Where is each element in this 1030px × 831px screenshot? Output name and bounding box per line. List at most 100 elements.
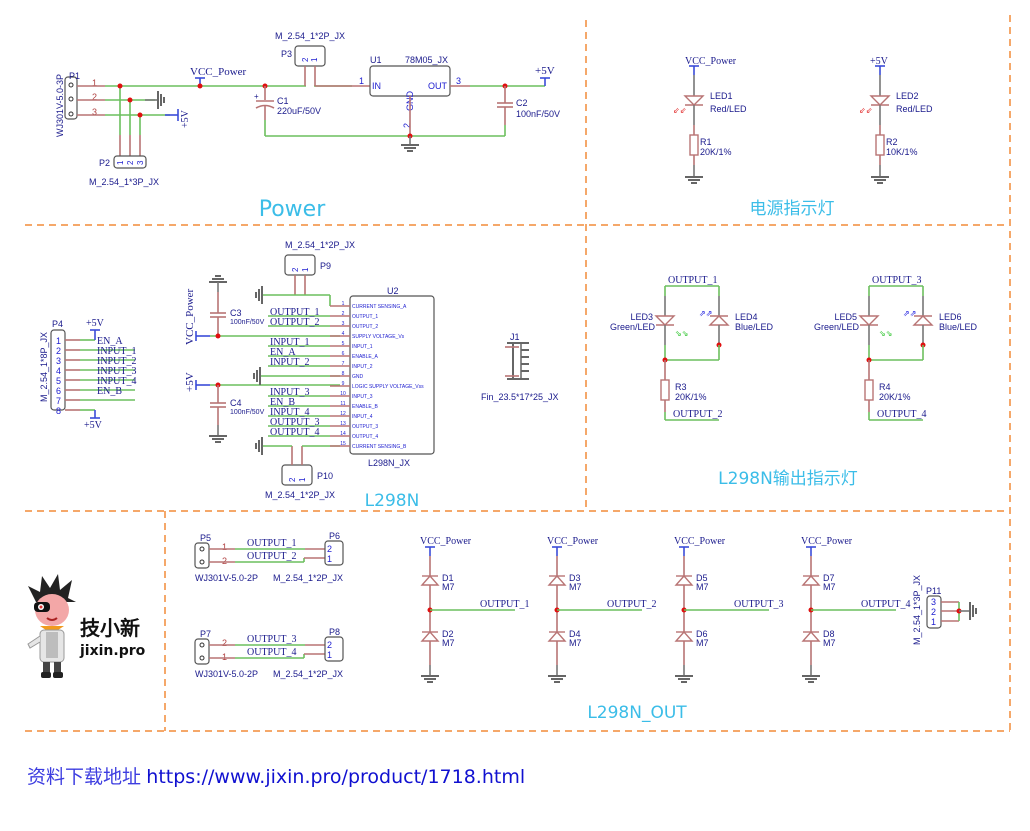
connector-p9[interactable]: 2 1 P9 M_2.54_1*2P_JX xyxy=(284,240,355,276)
hdr-pin: 1 xyxy=(327,554,332,564)
u2-net-label: OUTPUT_1 xyxy=(270,307,319,318)
p2-pin2: 2 xyxy=(126,160,135,165)
output-connector-pair[interactable]: P7WJ301V-5.0-2P21OUTPUT_3OUTPUT_421P8M_2… xyxy=(194,627,344,679)
connector-p11[interactable]: P11 M_2.54_1*3P_JX 3 2 1 xyxy=(912,575,977,645)
u1-ref: U1 xyxy=(370,55,382,65)
u2-pin-num: 8 xyxy=(342,371,345,377)
c2-ref: C2 xyxy=(516,98,528,108)
u2-pin-name: OUTPUT_2 xyxy=(352,324,378,330)
connector-p10[interactable]: 2 1 P10 M_2.54_1*2P_JX xyxy=(265,464,335,500)
p11-pin3: 3 xyxy=(931,597,936,607)
p11-ref: P11 xyxy=(926,586,941,596)
u1-pin2: 2 xyxy=(402,123,412,128)
p4-pin-6: 6 xyxy=(56,386,61,396)
led-b-value: Blue/LED xyxy=(939,322,978,332)
led1-chain[interactable]: VCC_Power ⇙⇙ LED1 Red/LED R1 20K/1% xyxy=(673,56,747,184)
led-b-ref: LED4 xyxy=(735,312,758,322)
u2-pin-num: 12 xyxy=(340,411,346,417)
led2-chain[interactable]: +5V ⇙⇙ LED2 Red/LED R2 10K/1% xyxy=(859,56,933,184)
u2-pin-name: INPUT_3 xyxy=(352,394,373,400)
led-a-value: Green/LED xyxy=(610,322,656,332)
out-net-label: OUTPUT_3 xyxy=(247,634,296,645)
p2-value: M_2.54_1*3P_JX xyxy=(89,177,159,187)
p4-net-label: INPUT_1 xyxy=(97,346,136,357)
section-title-power: Power xyxy=(259,197,326,222)
output-led-group[interactable]: OUTPUT_3⇘⇘⇗⇗LED5Green/LEDLED6Blue/LEDR42… xyxy=(814,275,978,421)
u2-pin-num: 4 xyxy=(342,331,345,337)
power-section: Power P1 WJ301V-5.0-3P 1 2 3 +5V xyxy=(55,31,560,222)
u2-pin-num: 9 xyxy=(342,381,345,387)
u1-pin3: 3 xyxy=(456,76,461,86)
connector-p2[interactable]: 1 2 3 P2 M_2.54_1*3P_JX xyxy=(89,135,159,187)
c4-value: 100nF/50V xyxy=(230,409,265,416)
p4-pin-5: 5 xyxy=(56,376,61,386)
u2-ref: U2 xyxy=(387,286,399,296)
p4-net-label: EN_B xyxy=(97,386,122,397)
connector-p1[interactable]: P1 WJ301V-5.0-3P 1 2 3 xyxy=(55,71,97,137)
hdr-value: M_2.54_1*2P_JX xyxy=(273,573,343,583)
led2-value: Red/LED xyxy=(896,104,933,114)
connector-p3[interactable]: 2 1 P3 M_2.54_1*2P_JX xyxy=(275,31,345,86)
output-connector-pair[interactable]: P5WJ301V-5.0-2P12OUTPUT_1OUTPUT_221P6M_2… xyxy=(194,531,344,583)
u2-pin-name: OUTPUT_3 xyxy=(352,424,378,430)
p4-pin-7: 7 xyxy=(56,396,61,406)
heatsink-j1[interactable]: J1 Fin_23.5*17*25_JX xyxy=(481,332,559,402)
p9-pin1: 1 xyxy=(301,267,310,272)
diode-ref: D7 xyxy=(823,573,835,583)
u2-pin-name: GND xyxy=(352,374,364,380)
output-led-group[interactable]: OUTPUT_1⇘⇘⇗⇗LED3Green/LEDLED4Blue/LEDR32… xyxy=(610,275,774,421)
term-pin: 2 xyxy=(222,556,227,566)
term-ref: P7 xyxy=(200,629,211,639)
j1-ref: J1 xyxy=(510,332,520,342)
out-net-label: OUTPUT_4 xyxy=(247,647,296,658)
j1-value: Fin_23.5*17*25_JX xyxy=(481,392,559,402)
p9-pin2: 2 xyxy=(291,267,300,272)
r-ref: R4 xyxy=(879,382,891,392)
p11-pin1: 1 xyxy=(931,617,936,627)
green-light-icon: ⇘⇘ xyxy=(879,329,892,338)
p3-pin1: 1 xyxy=(310,57,319,62)
led2-light-icon: ⇙⇙ xyxy=(859,106,873,115)
r2-value: 10K/1% xyxy=(886,147,918,157)
out-net-label: OUTPUT_2 xyxy=(247,551,296,562)
term-pin: 1 xyxy=(222,652,227,662)
blue-light-icon: ⇗⇗ xyxy=(699,309,712,318)
p2-pin1: 1 xyxy=(116,160,125,165)
u2-pin-num: 10 xyxy=(340,391,346,397)
p4-pin-2: 2 xyxy=(56,346,61,356)
diode-ref: D2 xyxy=(442,629,454,639)
p1-pin1: 1 xyxy=(92,78,97,88)
section-title-l298n: L298N xyxy=(365,491,420,511)
u2-pin-num: 1 xyxy=(342,301,345,307)
led-a-ref: LED3 xyxy=(630,312,653,322)
section-title-l298n-indicator: L298N输出指示灯 xyxy=(718,469,858,489)
p4-net-label: INPUT_4 xyxy=(97,376,136,387)
led-group-bottom-net: OUTPUT_2 xyxy=(673,409,722,420)
diode-value: M7 xyxy=(696,582,709,592)
diode-value: M7 xyxy=(442,582,455,592)
download-link[interactable]: https://www.jixin.pro/product/1718.html xyxy=(146,766,526,788)
diode-net-label: OUTPUT_3 xyxy=(734,599,783,610)
r-ref: R3 xyxy=(675,382,687,392)
diode-ref: D1 xyxy=(442,573,454,583)
p10-pin2: 2 xyxy=(288,477,297,482)
p4-plus5v-bottom: +5V xyxy=(84,420,103,431)
u2-value: L298N_JX xyxy=(368,458,410,468)
p4-net-label: INPUT_2 xyxy=(97,356,136,367)
u2-pin-name: ENABLE_A xyxy=(352,354,379,360)
r1-value: 20K/1% xyxy=(700,147,732,157)
hdr-value: M_2.54_1*2P_JX xyxy=(273,669,343,679)
u2-pin-num: 6 xyxy=(342,351,345,357)
u1-out: OUT xyxy=(428,81,448,91)
c4-ref: C4 xyxy=(230,398,242,408)
p4-plus5v-top: +5V xyxy=(86,318,105,329)
led1-vcc-label: VCC_Power xyxy=(685,56,737,67)
p4-net-label: INPUT_3 xyxy=(97,366,136,377)
